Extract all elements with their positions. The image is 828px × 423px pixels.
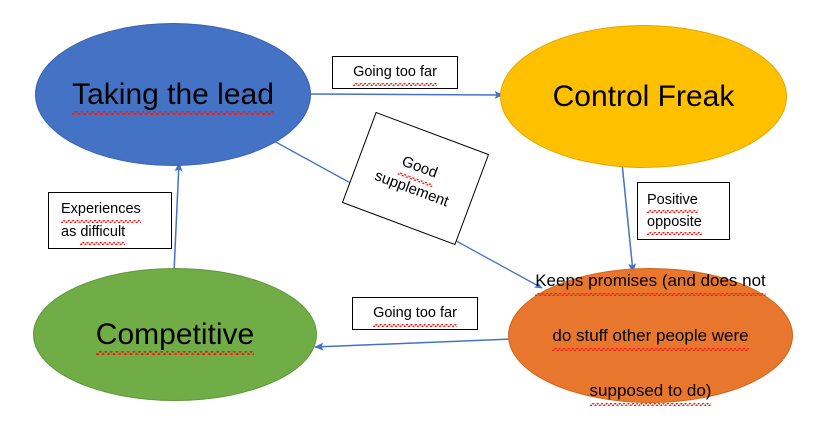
node-control-freak-label: Control Freak <box>552 79 735 113</box>
edge-label-going-too-far-bottom[interactable]: Going too far <box>352 297 478 330</box>
node-taking-the-lead-label: Taking the lead <box>64 77 282 116</box>
spellcheck-underline: Going too far <box>353 61 437 87</box>
spellcheck-underline: Competitive <box>95 317 255 356</box>
spellcheck-underline: do stuff other people were <box>552 322 749 351</box>
spellcheck-underline: supposed to do) <box>589 377 711 406</box>
node-keeps-promises[interactable]: Keeps promises (and does not do stuff ot… <box>508 268 793 406</box>
edge-label-good-supplement[interactable]: Good supplement <box>341 111 490 246</box>
spellcheck-underline: Positive <box>647 189 698 214</box>
node-competitive[interactable]: Competitive <box>33 268 317 401</box>
edge-label-experiences-line2: as difficult <box>61 221 125 246</box>
edge-competitive-to-taking-the-lead <box>173 162 183 273</box>
node-taking-the-lead[interactable]: Taking the lead <box>35 23 311 166</box>
spellcheck-underline: Going too far <box>373 302 457 328</box>
edge-taking-the-lead-to-control-freak <box>309 90 504 99</box>
node-competitive-label: Competitive <box>88 317 262 356</box>
edge-label-experiences-as-difficult[interactable]: Experiences as difficult <box>48 192 172 249</box>
spellcheck-underline: Keeps promises (and does not <box>535 267 766 296</box>
edge-label-positive-opposite[interactable]: Positive opposite <box>637 182 730 240</box>
spellcheck-underline: opposite <box>647 211 702 236</box>
node-control-freak[interactable]: Control Freak <box>500 25 787 168</box>
spellcheck-underline: Taking the lead <box>72 77 274 116</box>
spellcheck-underline: Experiences <box>61 198 141 224</box>
edge-keeps-promises-to-competitive <box>314 338 513 351</box>
node-keeps-promises-label: Keeps promises (and does not do stuff ot… <box>527 239 774 423</box>
spellcheck-underline: difficult <box>80 221 125 246</box>
edge-label-going-too-far-top[interactable]: Going too far <box>332 56 458 89</box>
